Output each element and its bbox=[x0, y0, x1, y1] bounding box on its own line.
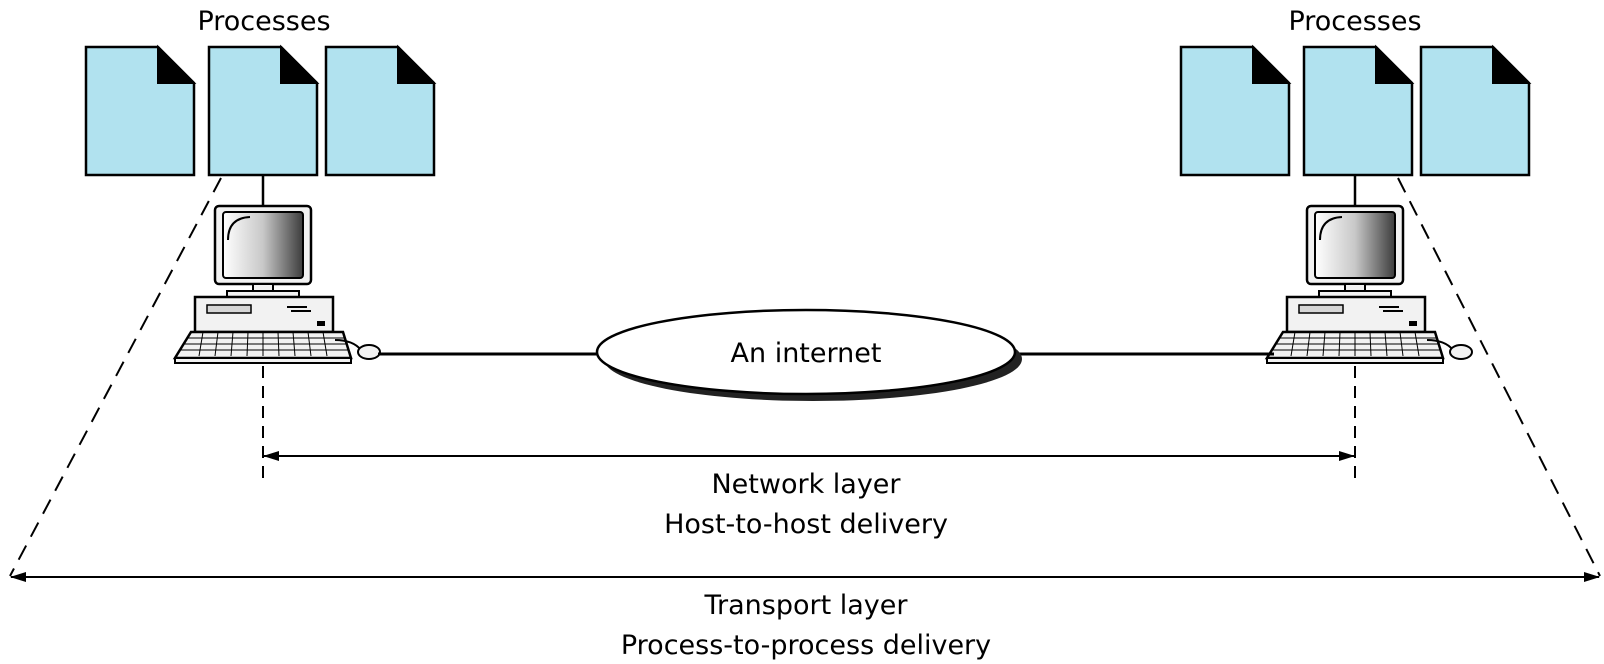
left-processes bbox=[84, 45, 436, 177]
left-host-computer-icon bbox=[173, 204, 382, 365]
left-scope-dashed-line bbox=[9, 177, 222, 577]
cloud-ellipse-icon bbox=[595, 308, 1017, 396]
left-process-2-document-icon bbox=[207, 45, 319, 177]
network-layer-title: Network layer bbox=[711, 469, 901, 500]
left-process-3-document-icon bbox=[324, 45, 436, 177]
internet-cloud: An internet bbox=[595, 308, 1022, 401]
left-processes-label: Processes bbox=[197, 6, 330, 37]
network-layer-subtitle: Host-to-host delivery bbox=[664, 509, 948, 540]
right-process-2-document-icon bbox=[1302, 45, 1414, 177]
right-process-3-document-icon bbox=[1419, 45, 1531, 177]
right-host-computer-icon bbox=[1265, 204, 1474, 365]
right-processes-label: Processes bbox=[1288, 6, 1421, 37]
transport-layer-title: Transport layer bbox=[703, 590, 908, 621]
left-process-1-document-icon bbox=[84, 45, 196, 177]
internet-label: An internet bbox=[731, 338, 882, 369]
right-scope-dashed-line bbox=[1397, 177, 1601, 577]
transport-layer-subtitle: Process-to-process delivery bbox=[621, 630, 991, 661]
right-process-1-document-icon bbox=[1179, 45, 1291, 177]
right-processes bbox=[1179, 45, 1531, 177]
